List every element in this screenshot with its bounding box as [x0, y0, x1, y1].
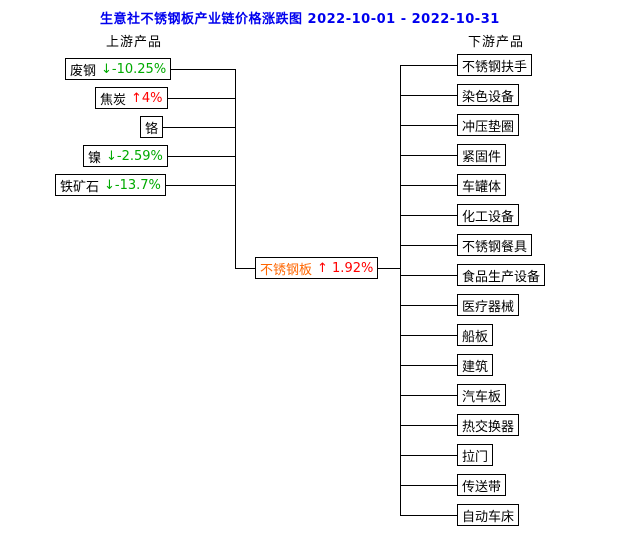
- downstream-product-node[interactable]: 船板: [457, 324, 494, 346]
- connector-line: [400, 485, 457, 486]
- product-name: 铁矿石: [60, 179, 100, 195]
- downstream-column-header: 下游产品: [468, 35, 525, 50]
- price-change: ↓-2.59%: [106, 148, 163, 164]
- downstream-product-node[interactable]: 建筑: [457, 354, 494, 376]
- connector-line: [400, 95, 457, 96]
- diagram-title: 生意社不锈钢板产业链价格涨跌图 2022-10-01 - 2022-10-31: [100, 12, 500, 27]
- product-name: 化工设备: [462, 209, 515, 225]
- connector-line: [400, 65, 457, 66]
- product-name: 食品生产设备: [462, 269, 541, 285]
- connector-line: [166, 185, 235, 186]
- connector-line: [235, 268, 255, 269]
- connector-line: [400, 245, 457, 246]
- price-change: ↑ 1.92%: [317, 260, 374, 276]
- downstream-product-node[interactable]: 传送带: [457, 474, 507, 496]
- connector-line: [168, 98, 235, 99]
- connector-line: [235, 69, 236, 268]
- product-name: 铬: [145, 121, 159, 137]
- connector-line: [400, 425, 457, 426]
- connector-line: [163, 127, 235, 128]
- downstream-product-node[interactable]: 自动车床: [457, 504, 520, 526]
- connector-line: [400, 365, 457, 366]
- downstream-product-node[interactable]: 染色设备: [457, 84, 520, 106]
- product-name: 自动车床: [462, 509, 515, 525]
- product-name: 车罐体: [462, 179, 502, 195]
- downstream-product-node[interactable]: 拉门: [457, 444, 494, 466]
- upstream-product-node[interactable]: 焦炭↑4%: [95, 87, 168, 109]
- connector-line: [400, 155, 457, 156]
- product-name: 不锈钢扶手: [462, 59, 528, 75]
- downstream-product-node[interactable]: 紧固件: [457, 144, 507, 166]
- product-name: 热交换器: [462, 419, 515, 435]
- price-change: ↓-13.7%: [104, 177, 161, 193]
- price-change: ↑4%: [131, 90, 163, 106]
- connector-line: [400, 65, 401, 515]
- product-name: 不锈钢餐具: [462, 239, 528, 255]
- downstream-product-node[interactable]: 食品生产设备: [457, 264, 546, 286]
- downstream-product-node[interactable]: 车罐体: [457, 174, 507, 196]
- upstream-product-node[interactable]: 废钢↓-10.25%: [65, 58, 172, 80]
- product-name: 染色设备: [462, 89, 515, 105]
- connector-line: [400, 275, 457, 276]
- product-name: 镍: [88, 150, 102, 166]
- upstream-column-header: 上游产品: [106, 35, 163, 50]
- connector-line: [168, 156, 235, 157]
- product-name: 不锈钢板: [260, 262, 313, 278]
- downstream-product-node[interactable]: 化工设备: [457, 204, 520, 226]
- connector-line: [400, 455, 457, 456]
- product-name: 建筑: [462, 359, 489, 375]
- product-name: 医疗器械: [462, 299, 515, 315]
- price-change: ↓-10.25%: [101, 61, 167, 77]
- product-name: 汽车板: [462, 389, 502, 405]
- connector-line: [171, 69, 235, 70]
- downstream-product-node[interactable]: 热交换器: [457, 414, 520, 436]
- connector-line: [400, 215, 457, 216]
- connector-line: [400, 125, 457, 126]
- connector-line: [400, 305, 457, 306]
- product-name: 传送带: [462, 479, 502, 495]
- connector-line: [400, 185, 457, 186]
- upstream-product-node[interactable]: 铁矿石↓-13.7%: [55, 174, 166, 196]
- product-name: 紧固件: [462, 149, 502, 165]
- downstream-product-node[interactable]: 汽车板: [457, 384, 507, 406]
- downstream-product-node[interactable]: 不锈钢扶手: [457, 54, 533, 76]
- product-name: 冲压垫圈: [462, 119, 515, 135]
- downstream-product-node[interactable]: 医疗器械: [457, 294, 520, 316]
- downstream-product-node[interactable]: 冲压垫圈: [457, 114, 520, 136]
- product-name: 焦炭: [100, 92, 127, 108]
- upstream-product-node[interactable]: 镍↓-2.59%: [83, 145, 168, 167]
- downstream-product-node[interactable]: 不锈钢餐具: [457, 234, 533, 256]
- connector-line: [400, 395, 457, 396]
- center-product-node[interactable]: 不锈钢板↑ 1.92%: [255, 257, 379, 279]
- connector-line: [378, 268, 400, 269]
- product-name: 船板: [462, 329, 489, 345]
- product-name: 拉门: [462, 449, 489, 465]
- product-name: 废钢: [70, 63, 97, 79]
- connector-line: [400, 515, 457, 516]
- upstream-product-node[interactable]: 铬: [140, 116, 164, 138]
- connector-line: [400, 335, 457, 336]
